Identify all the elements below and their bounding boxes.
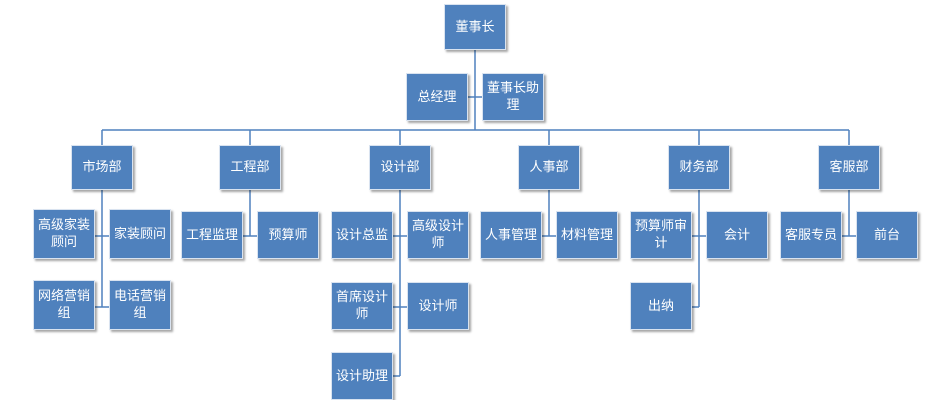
staff-supervisor-box: 工程监理 bbox=[181, 211, 243, 259]
staff-budgeter-label: 预算师 bbox=[268, 227, 308, 243]
staff-budget-audit-label: 预算师审计 bbox=[634, 219, 687, 251]
staff-chief-designer-box: 首席设计师 bbox=[331, 282, 393, 330]
staff-reception-label: 前台 bbox=[873, 227, 900, 243]
dept-design-label: 设计部 bbox=[380, 160, 420, 175]
dept-engineering-label: 工程部 bbox=[230, 160, 270, 175]
dept-market-label: 市场部 bbox=[82, 160, 122, 175]
staff-consultant-label: 家装顾问 bbox=[113, 226, 166, 242]
staff-design-assistant-label: 设计助理 bbox=[335, 368, 388, 384]
staff-material-management-box: 材料管理 bbox=[556, 211, 618, 259]
staff-budgeter-box: 预算师 bbox=[257, 211, 319, 259]
assistant-label: 董事长助理 bbox=[486, 81, 539, 113]
dept-finance-box: 财务部 bbox=[668, 145, 730, 190]
staff-design-assistant-box: 设计助理 bbox=[331, 352, 393, 400]
dept-hr-box: 人事部 bbox=[518, 145, 580, 190]
dept-service-box: 客服部 bbox=[818, 145, 880, 190]
dept-design-box: 设计部 bbox=[369, 145, 431, 190]
staff-hr-management-label: 人事管理 bbox=[484, 227, 537, 243]
dept-hr-label: 人事部 bbox=[529, 160, 569, 175]
staff-cashier-box: 出纳 bbox=[630, 282, 692, 330]
staff-budget-audit-box: 预算师审计 bbox=[630, 211, 692, 259]
staff-consultant-box: 家装顾问 bbox=[109, 209, 171, 259]
dept-engineering-box: 工程部 bbox=[219, 145, 281, 190]
gm-label: 总经理 bbox=[417, 89, 457, 105]
staff-hr-management-box: 人事管理 bbox=[480, 211, 542, 259]
dept-service-label: 客服部 bbox=[829, 160, 869, 175]
staff-material-management-label: 材料管理 bbox=[560, 227, 613, 243]
staff-phone-marketing-label: 电话营销组 bbox=[113, 289, 166, 321]
staff-senior-consultant-box: 高级家装顾问 bbox=[33, 209, 95, 259]
staff-web-marketing-label: 网络营销组 bbox=[37, 289, 90, 321]
staff-senior-designer-box: 高级设计师 bbox=[407, 211, 469, 259]
staff-accountant-label: 会计 bbox=[723, 227, 750, 243]
staff-service-specialist-box: 客服专员 bbox=[780, 211, 842, 259]
staff-web-marketing-box: 网络营销组 bbox=[33, 280, 95, 330]
staff-reception-box: 前台 bbox=[856, 211, 918, 259]
staff-senior-designer-label: 高级设计师 bbox=[411, 219, 464, 251]
dept-market-box: 市场部 bbox=[71, 145, 133, 190]
staff-design-director-box: 设计总监 bbox=[331, 211, 393, 259]
chairman-box: 董事长 bbox=[444, 4, 506, 50]
staff-service-specialist-label: 客服专员 bbox=[784, 227, 837, 243]
staff-chief-designer-label: 首席设计师 bbox=[335, 290, 388, 322]
staff-supervisor-label: 工程监理 bbox=[185, 227, 238, 243]
staff-cashier-label: 出纳 bbox=[647, 298, 674, 314]
staff-phone-marketing-box: 电话营销组 bbox=[109, 280, 171, 330]
chairman-label: 董事长 bbox=[455, 19, 495, 35]
staff-accountant-box: 会计 bbox=[706, 211, 768, 259]
assistant-box: 董事长助理 bbox=[482, 73, 544, 121]
staff-design-director-label: 设计总监 bbox=[335, 227, 388, 243]
staff-designer-box: 设计师 bbox=[407, 282, 469, 330]
gm-box: 总经理 bbox=[406, 73, 468, 121]
dept-finance-label: 财务部 bbox=[679, 160, 719, 175]
staff-designer-label: 设计师 bbox=[418, 298, 458, 314]
staff-senior-consultant-label: 高级家装顾问 bbox=[37, 218, 90, 250]
